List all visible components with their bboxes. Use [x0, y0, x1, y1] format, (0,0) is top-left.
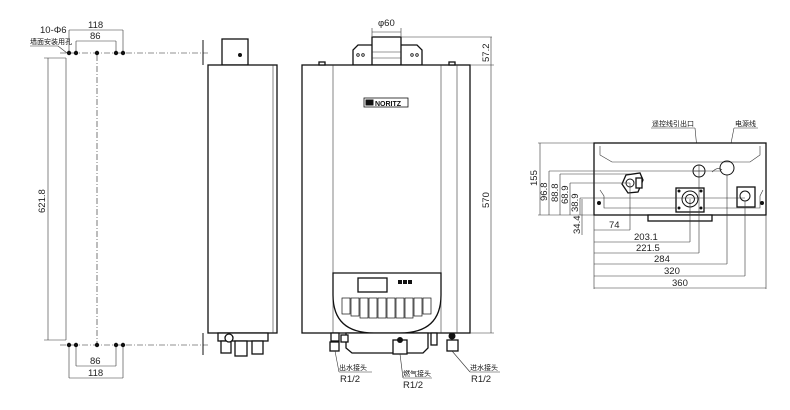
vdim-38-9: 38.9 — [570, 194, 581, 213]
dim-621-8: 621.8 — [37, 189, 48, 213]
vdim-96-8: 96.8 — [539, 183, 550, 202]
display-screen — [357, 277, 388, 293]
outlet-size: R1/2 — [340, 374, 360, 385]
side-view — [202, 38, 278, 357]
hdim-221-5: 221.5 — [636, 243, 660, 254]
gas-label: 燃气接头 — [403, 369, 431, 378]
remote-label: 遥控线引出口 — [652, 119, 694, 128]
gas-size: R1/2 — [403, 380, 423, 391]
dim-118-bottom: 118 — [88, 368, 103, 379]
inlet-fitting — [446, 339, 459, 352]
vdim-34-4: 34.4 — [572, 216, 583, 235]
mounting-hole-view: 10-Φ6 墙面安装用孔 118 86 621.8 86 118 — [30, 20, 208, 379]
hole-spec: 10-Φ6 — [40, 25, 67, 36]
vdim-68-9: 68.9 — [560, 186, 571, 205]
hdim-360: 360 — [672, 278, 688, 289]
dim-86-top: 86 — [90, 31, 101, 42]
hole-note: 墙面安装用孔 — [30, 37, 72, 46]
dim-118-top: 118 — [88, 20, 103, 31]
bottom-view: 遥控线引出口 电源线 155 96.8 88.8 68.9 — [529, 119, 767, 289]
vdim-88-8: 88.8 — [550, 184, 561, 203]
control-buttons — [341, 297, 432, 319]
vdim-155: 155 — [529, 170, 540, 186]
inlet-label: 进水接头 — [470, 363, 498, 372]
front-view: φ60 NORITZ 57.2 570 — [301, 18, 500, 391]
hdim-203-1: 203.1 — [634, 232, 658, 243]
outlet-fitting — [329, 341, 340, 352]
dim-570: 570 — [481, 192, 492, 208]
power-label: 电源线 — [735, 119, 756, 128]
dim-57-2: 57.2 — [481, 44, 492, 63]
outlet-label: 出水接头 — [339, 363, 367, 372]
hdim-284: 284 — [654, 254, 670, 265]
brand-name: NORITZ — [375, 101, 402, 108]
top-holes — [66, 50, 126, 56]
hdim-320: 320 — [664, 266, 680, 277]
flue-diameter: φ60 — [378, 18, 395, 29]
brand-logo: NORITZ — [363, 97, 409, 108]
bottom-holes — [66, 342, 126, 348]
hdim-74: 74 — [609, 220, 620, 231]
dim-86-bottom: 86 — [90, 356, 101, 367]
inlet-size: R1/2 — [471, 374, 491, 385]
